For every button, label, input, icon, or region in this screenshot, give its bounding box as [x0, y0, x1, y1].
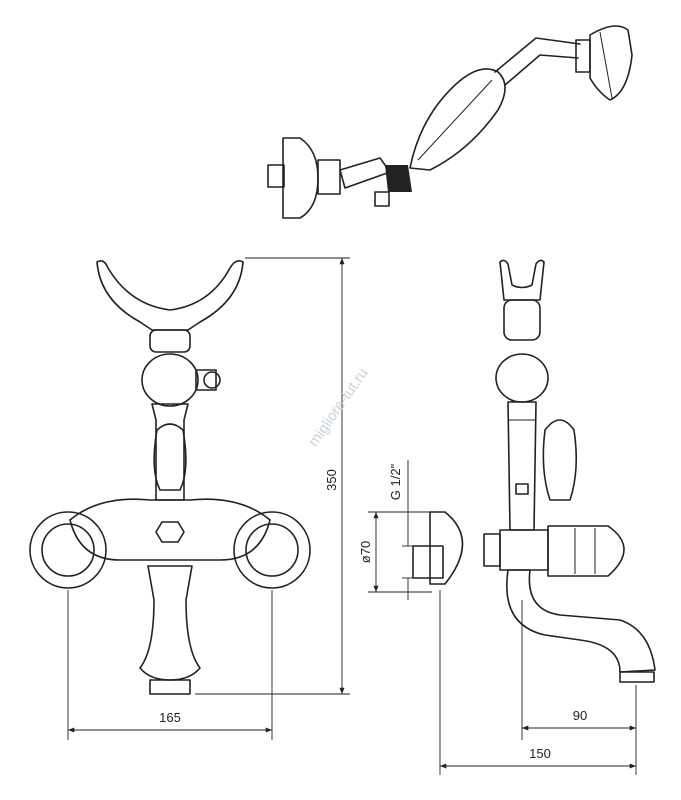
- dim-diameter-label: ø70: [358, 541, 373, 563]
- side-view: [412, 259, 656, 683]
- front-view: [29, 260, 311, 695]
- watermark-text: migliore-tut.ru: [305, 365, 372, 450]
- dim-spout-offset-label: 90: [573, 708, 587, 723]
- dim-depth-label: 150: [529, 746, 551, 761]
- dim-front-width-label: 165: [159, 710, 181, 725]
- dimension-lines: [67, 257, 637, 775]
- dim-height-label: 350: [324, 469, 339, 491]
- hand-shower-view: [267, 25, 633, 219]
- dim-thread-label: G 1/2": [388, 463, 403, 500]
